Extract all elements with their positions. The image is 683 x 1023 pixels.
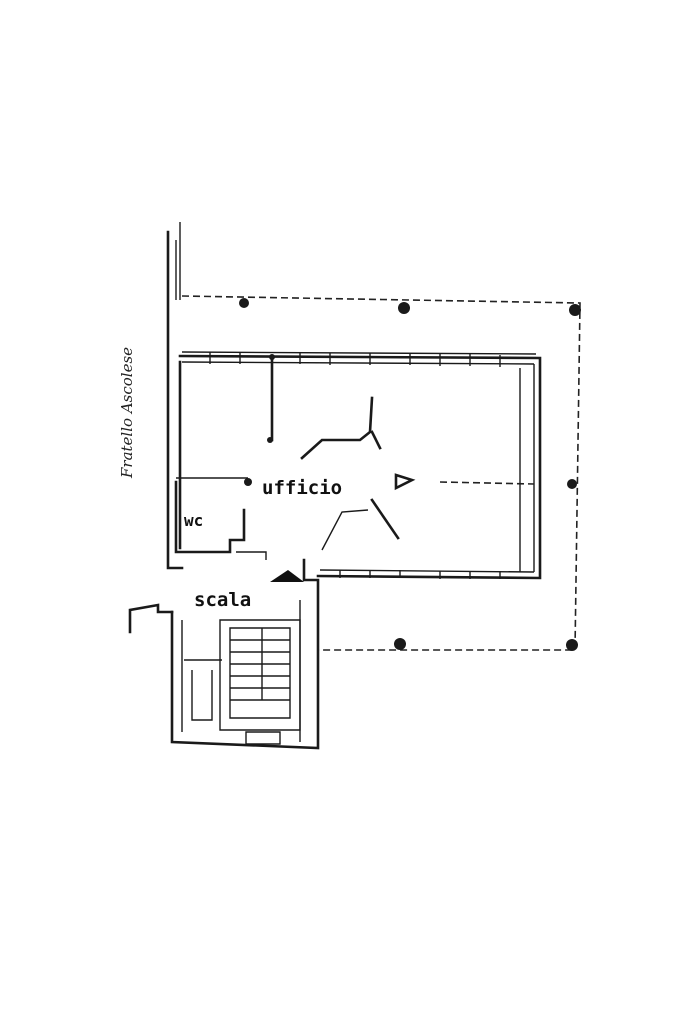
column-marker <box>569 304 581 316</box>
room-label-office: ufficio <box>262 477 342 499</box>
neighbor-boundary <box>166 222 184 570</box>
stair-walls <box>128 558 320 750</box>
column-marker <box>239 298 249 308</box>
room-label-wc: wc <box>184 511 203 530</box>
neighbor-note: Fratello Ascolese <box>118 347 136 479</box>
column-marker <box>566 639 578 651</box>
column-marker <box>567 479 577 489</box>
office-walls <box>176 351 542 580</box>
entrance-marker <box>270 570 304 582</box>
column-marker <box>394 638 406 650</box>
column-marker <box>398 302 410 314</box>
terrace-outline <box>181 295 581 651</box>
wc-walls <box>174 480 267 560</box>
room-label-stair: scala <box>194 589 251 611</box>
